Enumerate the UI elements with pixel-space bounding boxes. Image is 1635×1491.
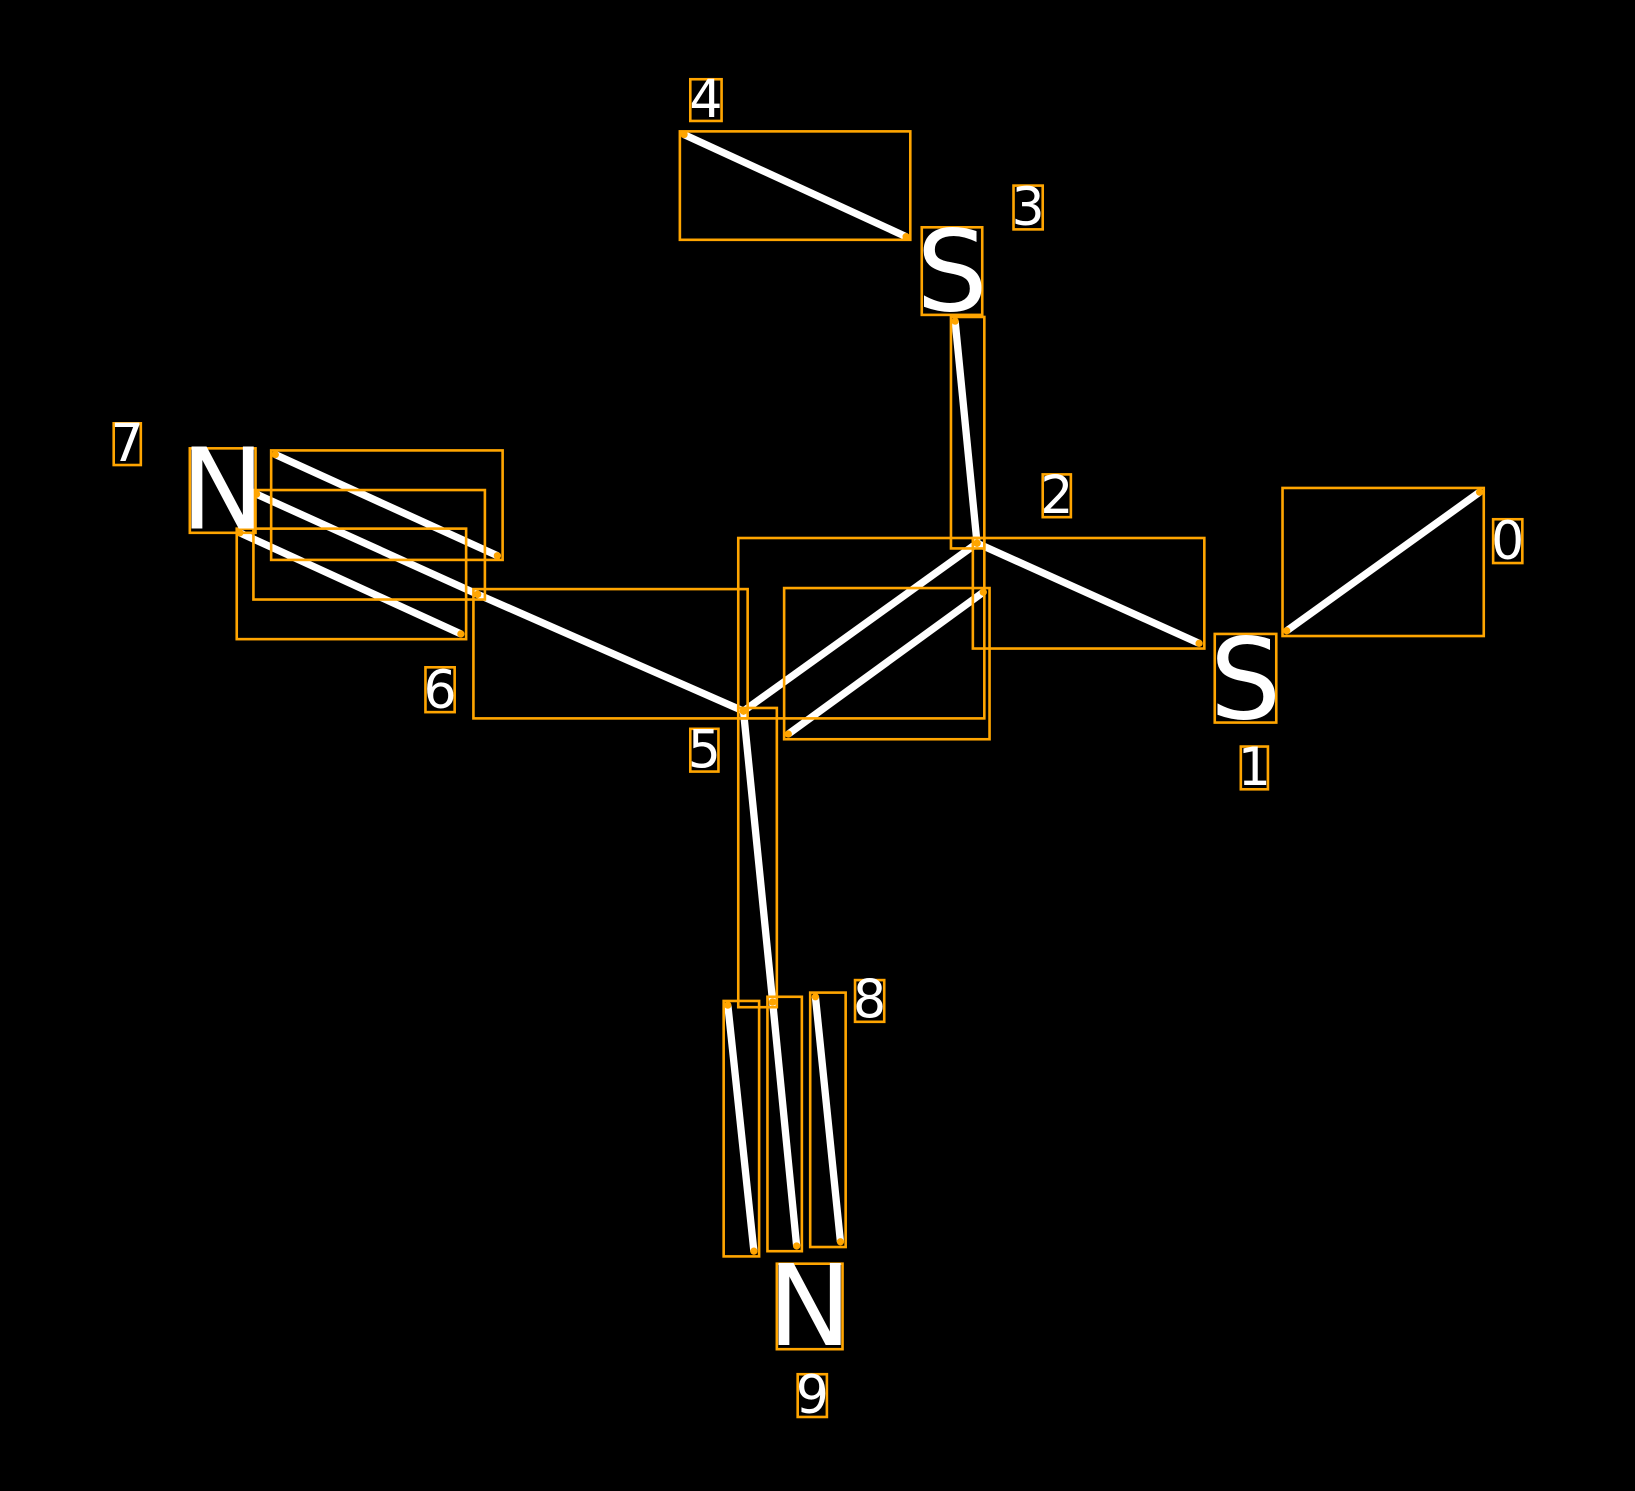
index-label-box xyxy=(1491,517,1524,565)
bond-endpoint xyxy=(457,630,465,638)
bond-endpoint xyxy=(724,1001,732,1009)
atom-s-3: S xyxy=(916,206,987,338)
bond-line xyxy=(255,490,480,598)
bond-bounding-box xyxy=(252,488,487,601)
bond-bounding-box xyxy=(678,130,912,242)
index-label-1: 1 xyxy=(1238,738,1271,798)
bond-endpoint xyxy=(811,993,820,1001)
index-label-3: 3 xyxy=(1012,178,1045,238)
index-label-box xyxy=(1239,745,1270,791)
index-label-box xyxy=(796,1372,829,1419)
index-label-box xyxy=(853,978,886,1024)
bond-line xyxy=(739,710,777,1003)
bond-endpoint xyxy=(271,450,279,459)
bond-endpoint xyxy=(951,317,959,325)
bond-endpoint xyxy=(750,1247,758,1255)
bond-line xyxy=(975,539,1201,647)
index-label-box xyxy=(112,422,143,467)
index-label-5: 5 xyxy=(688,720,721,780)
bond-line xyxy=(273,451,499,560)
bond-bounding-box xyxy=(971,536,1206,650)
bond-bounding-box xyxy=(235,527,468,641)
index-label-box xyxy=(688,727,720,773)
atom-n-7-box xyxy=(188,447,257,535)
index-label-4: 4 xyxy=(689,70,722,130)
bond-bounding-box xyxy=(782,586,991,741)
bond-line xyxy=(724,1004,758,1252)
index-label-box xyxy=(424,665,456,714)
bond-bounding-box xyxy=(949,315,986,550)
index-label-2: 2 xyxy=(1040,466,1073,526)
bond-bounding-box xyxy=(472,587,749,720)
bond-line xyxy=(741,540,980,715)
index-label-6: 6 xyxy=(423,661,456,721)
bond-bounding-box xyxy=(1281,486,1486,638)
bond-bounding-box xyxy=(269,449,504,562)
bond-endpoint xyxy=(473,590,482,598)
bond-line xyxy=(811,996,845,1243)
bond-endpoint xyxy=(973,539,981,547)
bond-line xyxy=(769,1001,801,1247)
atom-n-9: N xyxy=(768,1240,852,1372)
index-label-7: 7 xyxy=(111,414,144,474)
bond-bounding-box xyxy=(722,999,761,1258)
bond-endpoint xyxy=(680,130,688,139)
bond-endpoint xyxy=(836,1238,845,1246)
bond-endpoint xyxy=(493,552,502,560)
index-label-9: 9 xyxy=(796,1366,829,1426)
bond-bounding-box xyxy=(766,995,804,1253)
index-label-0: 0 xyxy=(1491,512,1524,572)
bond-line xyxy=(476,590,745,715)
atom-s-1: S xyxy=(1210,613,1281,745)
bond-endpoint xyxy=(739,707,748,715)
index-label-box xyxy=(1041,473,1073,519)
bond-endpoint xyxy=(784,730,792,738)
index-label-8: 8 xyxy=(853,971,886,1031)
bond-line xyxy=(682,131,908,240)
bond-line xyxy=(238,529,463,638)
bond-endpoint xyxy=(1475,488,1484,496)
bond-bounding-box xyxy=(808,991,847,1249)
bond-line xyxy=(951,320,981,544)
bond-endpoint xyxy=(769,998,777,1006)
bond-line xyxy=(1284,489,1482,634)
index-label-box xyxy=(1012,184,1045,231)
bond-bounding-box xyxy=(736,706,779,1009)
bond-bounding-box xyxy=(736,536,986,720)
bond-endpoint xyxy=(1283,627,1291,635)
bond-line xyxy=(786,589,986,737)
atom-s-3-box xyxy=(920,225,984,317)
atom-s-1-box xyxy=(1213,632,1278,724)
bond-endpoint xyxy=(792,1242,801,1250)
atom-n-7: N xyxy=(181,424,265,556)
bond-endpoint xyxy=(1195,639,1203,647)
bond-endpoint xyxy=(902,233,910,241)
atom-n-9-box xyxy=(775,1262,844,1351)
bond-endpoint xyxy=(979,588,987,596)
index-label-box xyxy=(688,77,723,123)
